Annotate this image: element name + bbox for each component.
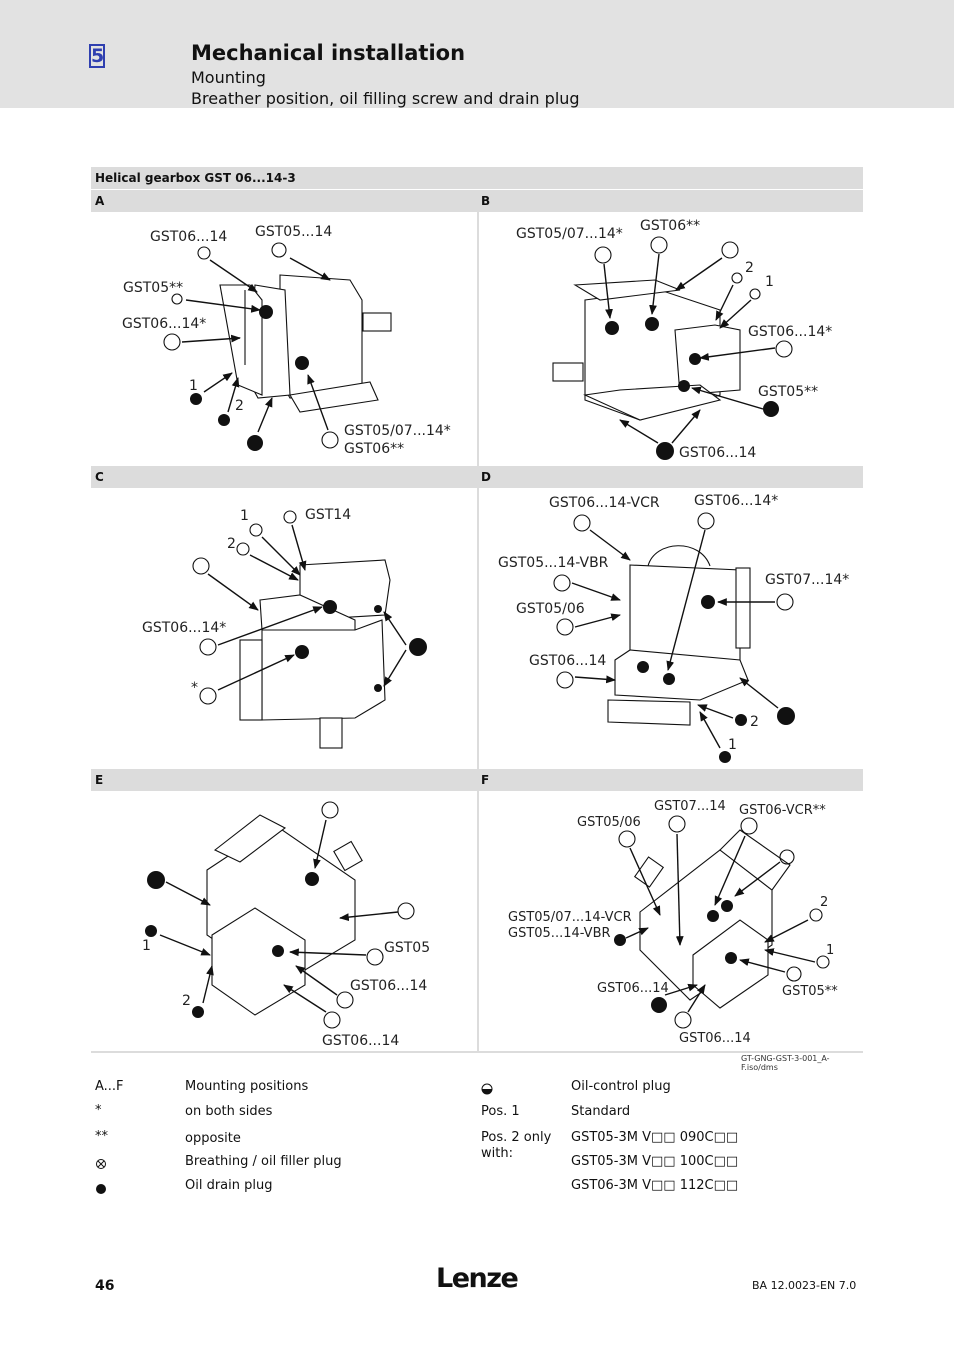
figure-title-band (91, 167, 863, 189)
legend-text-pos1: Standard (571, 1104, 631, 1119)
label-b-gst05-07: GST05/07...14* (516, 226, 623, 242)
header-band (0, 0, 954, 108)
label-a-gst05-07: GST05/07...14* (344, 423, 451, 439)
legend-text-oil-control: Oil-control plug (571, 1079, 671, 1094)
label-f-vcr-line2: GST05...14-VBR (508, 926, 611, 941)
label-f-gst06-14-a: GST06...14 (597, 981, 669, 996)
label-e-gst06-14-a: GST06...14 (350, 978, 428, 994)
panel-b-markers (594, 236, 793, 460)
breather-icon (96, 1159, 106, 1169)
label-c-star: * (191, 680, 198, 696)
label-a-gst06: GST06** (344, 441, 405, 457)
legend-text-positions: Mounting positions (185, 1079, 309, 1094)
label-a-gst05: GST05** (123, 280, 184, 296)
label-d-pos1: 1 (728, 737, 737, 753)
panel-d-gearbox (607, 545, 751, 726)
section-title: Mounting (191, 68, 266, 87)
label-c-gst06-14-star: GST06...14* (142, 620, 227, 636)
panel-b-letter: B (481, 194, 491, 208)
label-f-gst06-14-b: GST06...14 (679, 1031, 751, 1046)
label-f-gst05: GST05** (782, 984, 838, 999)
panel-divider (477, 190, 479, 1051)
drain-plug-icon (96, 1184, 106, 1194)
label-d-gst06-14-star: GST06...14* (694, 493, 779, 509)
label-b-pos2: 2 (745, 260, 754, 276)
label-e-pos1: 1 (142, 938, 151, 954)
label-e-gst05: GST05 (384, 940, 431, 956)
oil-control-icon (481, 1083, 493, 1095)
panel-c-gearbox (239, 559, 391, 749)
figure-title: Helical gearbox GST 06...14-3 (95, 171, 296, 185)
label-d-pos2: 2 (750, 714, 759, 730)
label-a-gst05-14: GST05...14 (255, 224, 333, 240)
panel-b-band (479, 190, 863, 212)
panel-e-band (91, 769, 477, 791)
legend-text-breather: Breathing / oil filler plug (185, 1154, 342, 1169)
label-a-gst06-14-star: GST06...14* (122, 316, 207, 332)
legend-text-drain: Oil drain plug (185, 1178, 273, 1193)
label-f-vcr-line1: GST05/07...14-VCR (508, 910, 632, 925)
label-f-pos2: 2 (820, 895, 829, 910)
panel-a-letter: A (95, 194, 105, 208)
label-c-pos1: 1 (240, 508, 249, 524)
legend-key-double-star: ** (95, 1129, 108, 1144)
label-d-vcr: GST06...14-VCR (549, 495, 660, 511)
panel-f-markers (614, 815, 830, 1029)
panel-c-letter: C (95, 470, 104, 484)
chapter-title: Mechanical installation (191, 41, 466, 65)
panel-e-letter: E (95, 773, 104, 787)
label-b-gst05: GST05** (758, 384, 819, 400)
panel-f-gearbox (633, 829, 791, 1009)
legend-key-pos1: Pos. 1 (481, 1104, 520, 1119)
panel-b-gearbox (552, 279, 741, 421)
label-b-gst06-14: GST06...14 (679, 445, 757, 461)
label-a-gst06-14: GST06...14 (150, 229, 228, 245)
label-d-vbr: GST05...14-VBR (498, 555, 609, 571)
gearbox-figure: Helical gearbox GST 06...14-3 A B C D E … (91, 167, 863, 1072)
legend-key-positions: A...F (95, 1079, 124, 1094)
legend-pos2-item-2: GST05-3M V□□ 100C□□ (571, 1154, 739, 1169)
legend-key-pos2: Pos. 2 only with: (481, 1130, 552, 1161)
figure-reference-code: GT-GNG-GST-3-001_A-F.iso/dms (741, 1054, 830, 1072)
panel-c-markers (192, 510, 427, 705)
panel-d-band (479, 466, 863, 488)
label-c-pos2: 2 (227, 536, 236, 552)
legend-pos2-item-1: GST05-3M V□□ 090C□□ (571, 1130, 739, 1145)
label-f-gst07-14: GST07...14 (654, 799, 726, 814)
figure-bottom-rule (91, 1051, 863, 1053)
label-a-pos1: 1 (189, 378, 198, 394)
panel-a-gearbox (219, 274, 392, 413)
panel-a-band (91, 190, 477, 212)
panel-f-letter: F (481, 773, 490, 787)
legend-pos2-item-3: GST06-3M V□□ 112C□□ (571, 1178, 739, 1193)
label-d-gst05-06: GST05/06 (516, 601, 585, 617)
label-e-pos2: 2 (182, 993, 191, 1009)
label-c-gst14: GST14 (305, 507, 352, 523)
label-f-pos1: 1 (826, 943, 835, 958)
document-id: BA 12.0023-EN 7.0 (752, 1279, 857, 1292)
panel-c-band (91, 466, 477, 488)
panel-d-letter: D (481, 470, 491, 484)
panel-d-markers (553, 512, 795, 763)
label-f-gst05-06: GST05/06 (577, 815, 641, 830)
legend-text-star: on both sides (185, 1104, 273, 1119)
legend-key-star: * (95, 1103, 102, 1118)
label-d-gst07-14: GST07...14* (765, 572, 850, 588)
label-b-gst06: GST06** (640, 218, 701, 234)
label-a-pos2: 2 (235, 398, 244, 414)
panel-e-markers (145, 801, 415, 1029)
subsection-title: Breather position, oil filling screw and… (191, 89, 580, 108)
panel-f-band (479, 769, 863, 791)
label-f-gst06-vcr: GST06-VCR** (739, 803, 826, 818)
chapter-number[interactable]: 5 (89, 44, 105, 68)
label-b-gst06-14-star: GST06...14* (748, 324, 833, 340)
page-number: 46 (95, 1278, 115, 1294)
legend-text-double-star: opposite (185, 1131, 241, 1146)
label-e-gst06-14-b: GST06...14 (322, 1033, 400, 1049)
lenze-logo: Lenze (436, 1263, 519, 1294)
label-d-gst06-14: GST06...14 (529, 653, 607, 669)
label-b-pos1: 1 (765, 274, 774, 290)
panel-a-markers (163, 242, 339, 451)
